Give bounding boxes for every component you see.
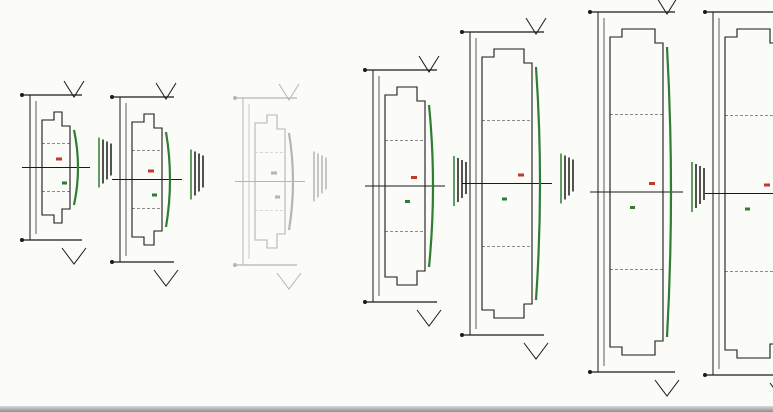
top-grade-marker xyxy=(703,10,707,14)
rotated-label-stroke xyxy=(695,164,697,208)
rotated-label-stroke xyxy=(313,151,315,202)
rotated-label-stroke xyxy=(703,168,705,200)
cross-section-s3 xyxy=(233,83,327,290)
top-grade-marker xyxy=(588,10,592,14)
sheet-bottom-edge xyxy=(0,406,773,412)
roadway-section-outline xyxy=(724,28,773,359)
roadway-section-outline xyxy=(254,114,286,249)
slope-symbol-top xyxy=(657,0,677,15)
rotated-label-stroke xyxy=(572,159,574,192)
roadway-section-outline xyxy=(481,48,533,319)
roadway-section-outline xyxy=(384,86,426,286)
rotated-label-stroke xyxy=(321,155,323,194)
hatch-mark xyxy=(630,206,635,209)
roadway-section-outline xyxy=(609,28,664,356)
cross-section-s4 xyxy=(363,55,467,327)
accent-mark xyxy=(411,176,417,179)
bottom-grade-marker xyxy=(703,373,707,377)
cross-section-s1 xyxy=(20,80,112,265)
side-slope-hatch xyxy=(665,46,673,338)
rotated-label-stroke xyxy=(110,143,112,176)
bottom-grade-marker xyxy=(460,333,464,337)
cross-section-s7 xyxy=(703,0,773,388)
rotated-label-stroke xyxy=(106,141,108,180)
slope-symbol-top xyxy=(418,55,440,73)
slope-symbol-bottom xyxy=(61,247,87,265)
accent-mark xyxy=(56,157,62,161)
accent-mark xyxy=(271,171,277,175)
roadway-section-outline xyxy=(41,111,71,224)
rotated-label-stroke xyxy=(102,139,104,184)
rotated-label-stroke xyxy=(325,157,327,190)
rotated-label-stroke xyxy=(568,157,570,196)
side-slope-hatch xyxy=(72,129,80,206)
rotated-label-stroke xyxy=(190,149,192,200)
hatch-mark xyxy=(152,193,157,197)
side-slope-hatch xyxy=(534,66,542,301)
slope-symbol-top xyxy=(63,80,85,98)
rotated-label-stroke xyxy=(560,153,562,204)
bottom-grade-marker xyxy=(588,370,592,374)
top-grade-marker xyxy=(110,95,114,99)
hatch-mark xyxy=(275,195,280,199)
accent-mark xyxy=(764,183,770,187)
bottom-grade-marker xyxy=(233,263,237,267)
top-grade-marker xyxy=(233,96,237,100)
slope-symbol-bottom xyxy=(153,269,179,287)
rotated-label-stroke xyxy=(457,158,459,202)
slope-symbol-bottom xyxy=(523,342,549,360)
rotated-label-stroke xyxy=(98,137,100,188)
side-slope-hatch xyxy=(287,132,295,231)
hatch-mark xyxy=(745,207,750,211)
rotated-label-stroke xyxy=(198,153,200,192)
rotated-label-stroke xyxy=(317,153,319,198)
top-grade-marker xyxy=(20,93,24,97)
rotated-label-stroke xyxy=(465,162,467,194)
side-slope-hatch xyxy=(427,104,435,268)
bottom-grade-marker xyxy=(110,260,114,264)
rotated-label-stroke xyxy=(564,155,566,200)
cross-section-s5 xyxy=(460,17,574,360)
accent-mark xyxy=(649,182,655,185)
roadway-section-outline xyxy=(131,113,163,246)
top-grade-marker xyxy=(460,30,464,34)
slope-symbol-top xyxy=(278,83,300,101)
accent-mark xyxy=(148,169,154,173)
cross-section-s6 xyxy=(588,0,705,397)
rotated-label-stroke xyxy=(691,162,693,212)
accent-mark xyxy=(518,173,524,177)
slope-symbol-bottom xyxy=(654,379,680,397)
bottom-grade-marker xyxy=(20,238,24,242)
rotated-label-stroke xyxy=(699,166,701,204)
hatch-mark xyxy=(62,181,67,185)
rotated-label-stroke xyxy=(461,160,463,198)
cross-section-s2 xyxy=(110,82,204,287)
slope-symbol-bottom xyxy=(276,272,302,290)
rotated-label-stroke xyxy=(202,155,204,188)
hatch-mark xyxy=(405,200,410,203)
rotated-label-stroke xyxy=(453,156,455,206)
side-slope-hatch xyxy=(164,131,172,228)
hatch-mark xyxy=(502,197,507,201)
slope-symbol-top xyxy=(155,82,177,100)
slope-symbol-top xyxy=(525,17,547,35)
bottom-grade-marker xyxy=(363,300,367,304)
slope-symbol-bottom xyxy=(416,309,442,327)
rotated-label-stroke xyxy=(194,151,196,196)
top-grade-marker xyxy=(363,68,367,72)
